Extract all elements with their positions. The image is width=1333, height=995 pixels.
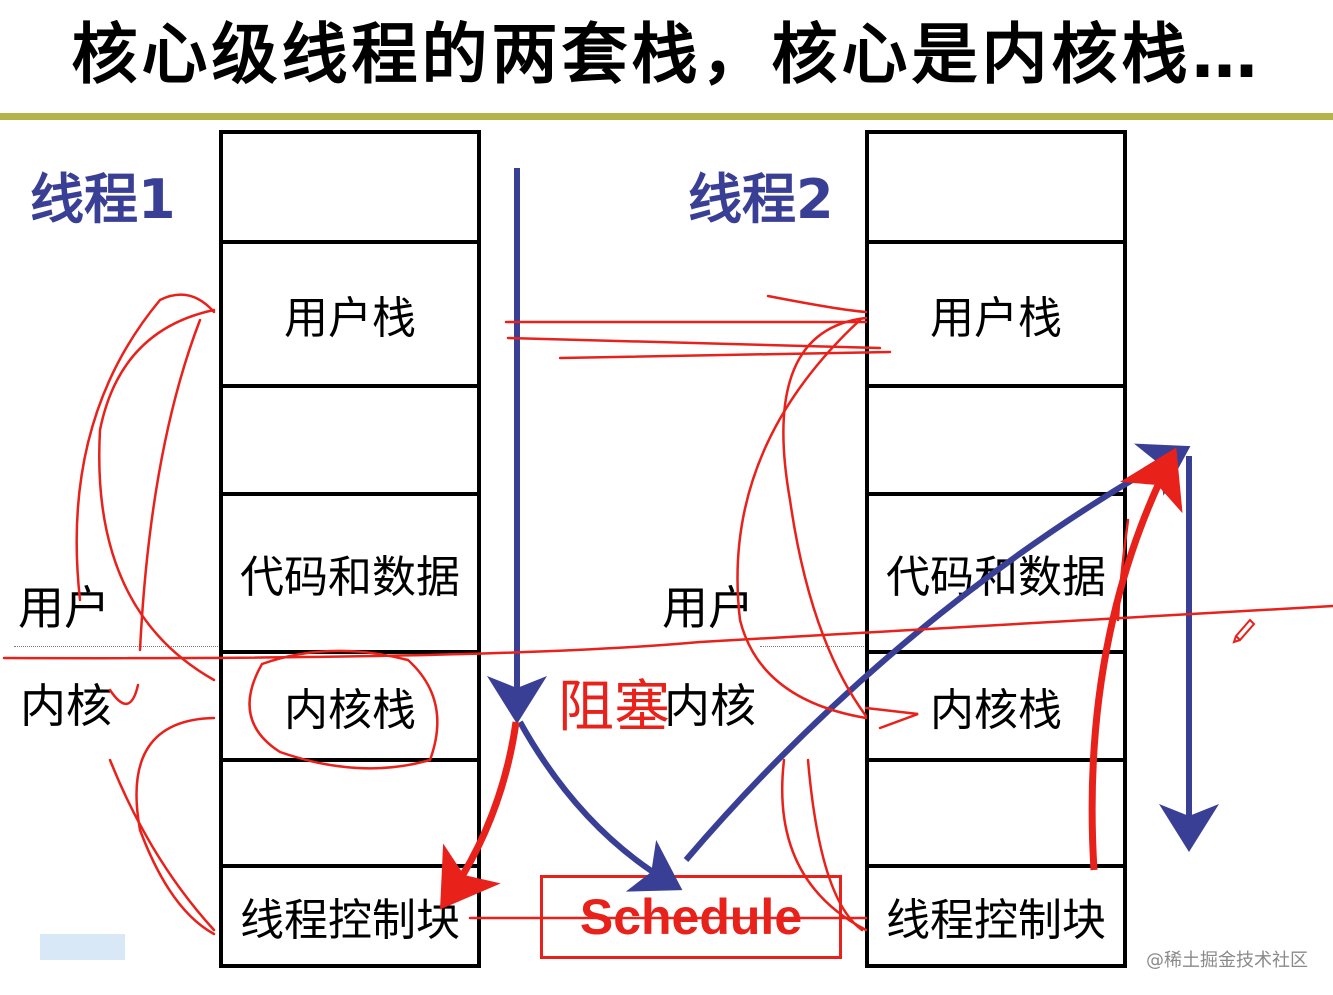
mode-kernel-mid: 内核 bbox=[664, 679, 756, 733]
red-stroke-right-loop-1 bbox=[782, 316, 868, 718]
stack-2-tcb-label: 线程控制块 bbox=[886, 895, 1106, 946]
thread-1-stack: 用户栈 代码和数据 内核栈 线程控制块 bbox=[219, 130, 481, 968]
red-stroke-left-up-1 bbox=[98, 308, 216, 682]
video-overlay-fragment bbox=[40, 934, 125, 960]
thread-2-stack: 用户栈 代码和数据 内核栈 线程控制块 bbox=[865, 130, 1127, 968]
stack-1-user-stack: 用户栈 bbox=[223, 240, 477, 384]
red-stroke-top-arrow bbox=[766, 294, 868, 314]
block-label: 阻塞 bbox=[558, 675, 670, 740]
red-stroke-top-horizontal-3 bbox=[558, 350, 892, 360]
mode-user-mid: 用户 bbox=[662, 581, 754, 635]
stack-2-tcb: 线程控制块 bbox=[869, 864, 1123, 964]
mode-user-left: 用户 bbox=[18, 581, 110, 635]
stack-2-empty-low bbox=[869, 758, 1123, 864]
stack-1-code-data: 代码和数据 bbox=[223, 492, 477, 650]
red-stroke-left-up-2 bbox=[138, 318, 202, 652]
thread-2-label: 线程2 bbox=[688, 168, 834, 231]
red-stroke-left-low bbox=[108, 758, 216, 932]
stack-2-user-stack: 用户栈 bbox=[869, 240, 1123, 384]
stack-2-empty-mid bbox=[869, 384, 1123, 492]
mode-divider-mid bbox=[760, 646, 864, 647]
stack-1-empty-low bbox=[223, 758, 477, 864]
stack-2-code-data: 代码和数据 bbox=[869, 492, 1123, 650]
red-stroke-left-up-3 bbox=[75, 293, 216, 602]
stack-2-user-stack-label: 用户栈 bbox=[930, 293, 1062, 344]
stack-1-empty-top bbox=[223, 134, 477, 240]
stack-1-code-data-label: 代码和数据 bbox=[240, 552, 460, 603]
stack-1-tcb-label: 线程控制块 bbox=[240, 895, 460, 946]
watermark: @稀土掘金技术社区 bbox=[1146, 950, 1308, 971]
stack-2-code-data-label: 代码和数据 bbox=[886, 552, 1106, 603]
title-rule bbox=[0, 113, 1333, 120]
stack-1-user-stack-label: 用户栈 bbox=[284, 293, 416, 344]
schedule-label: Schedule bbox=[579, 889, 803, 945]
stack-1-kernel-stack: 内核栈 bbox=[223, 650, 477, 758]
stack-1-kernel-stack-label: 内核栈 bbox=[284, 685, 416, 736]
thread-1-label: 线程1 bbox=[30, 168, 176, 231]
schedule-box: Schedule bbox=[540, 875, 842, 959]
blue-arrow-to-schedule bbox=[517, 720, 683, 892]
stack-1-tcb: 线程控制块 bbox=[223, 864, 477, 964]
stack-2-empty-top bbox=[869, 134, 1123, 240]
pen-cursor-icon bbox=[1232, 618, 1256, 644]
red-stroke-left-kernel bbox=[108, 683, 140, 705]
mode-divider-left bbox=[14, 646, 218, 647]
stack-1-empty-mid bbox=[223, 384, 477, 492]
stack-2-kernel-stack-label: 内核栈 bbox=[930, 685, 1062, 736]
red-stroke-left-low-2 bbox=[135, 716, 216, 936]
red-stroke-top-horizontal-2 bbox=[506, 336, 882, 350]
stack-2-kernel-stack: 内核栈 bbox=[869, 650, 1123, 758]
page-title: 核心级线程的两套栈，核心是内核栈… bbox=[71, 16, 1262, 93]
mode-kernel-left: 内核 bbox=[20, 679, 112, 733]
red-stroke-right-loop-2 bbox=[736, 318, 868, 720]
